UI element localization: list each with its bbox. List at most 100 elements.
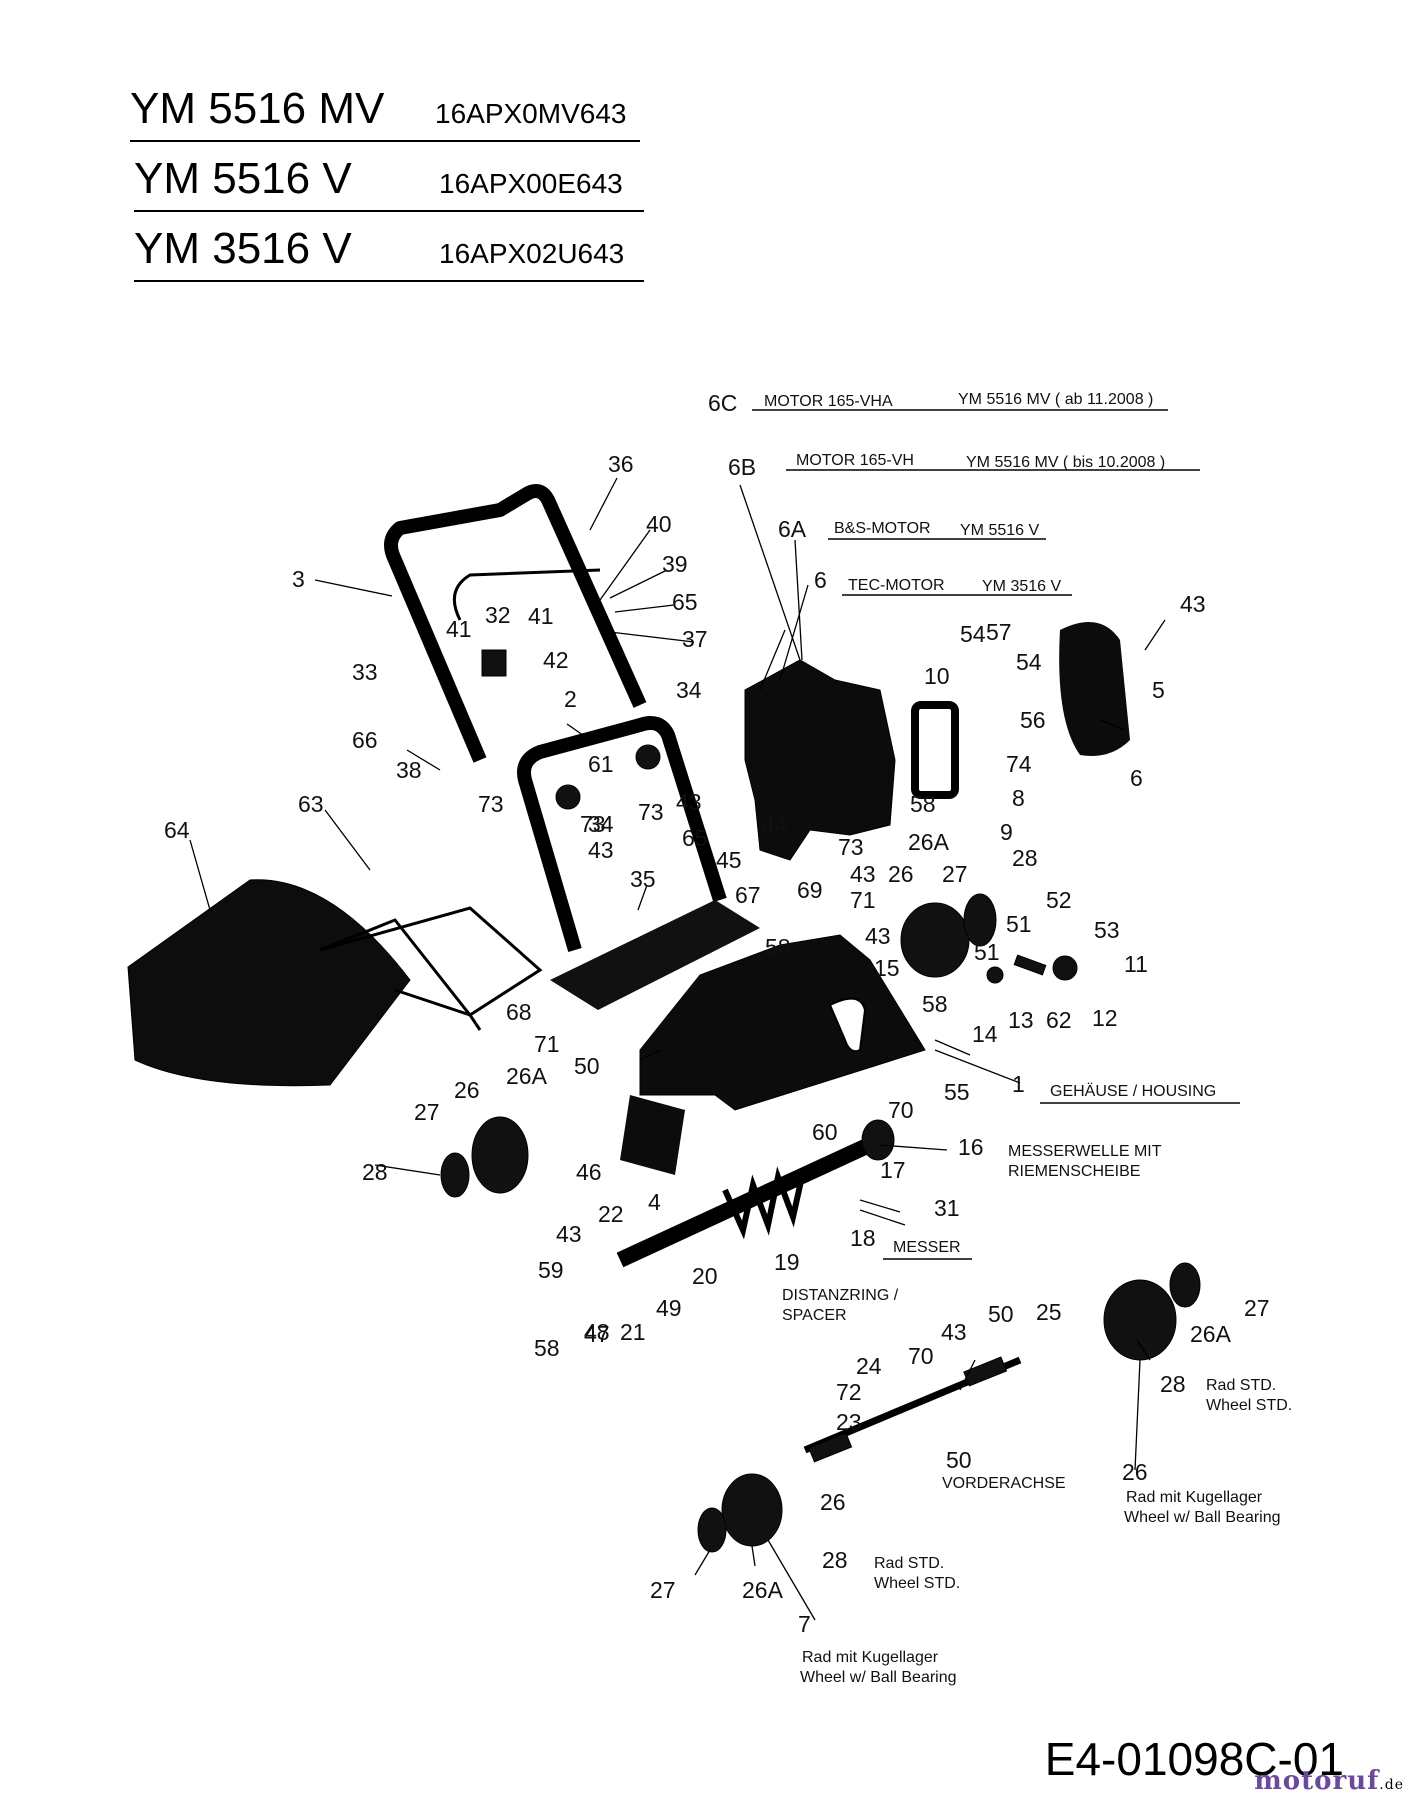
drive-belt [911,701,959,799]
engine-motor: TEC-MOTOR [848,577,945,594]
callout: 8 [1012,785,1025,811]
callout: 73 [838,834,864,860]
housing [639,934,926,1111]
discharge-plate [550,900,760,1010]
callout: 12 [1092,1005,1118,1031]
wheel-note: Wheel w/ Ball Bearing [1124,1509,1281,1526]
callout-labels: 36 40 39 65 37 3 41 32 41 42 33 66 38 2 … [164,451,1270,1637]
engine-motor: B&S-MOTOR [834,520,931,537]
callout: 54 [1016,649,1042,675]
callout: 50 [574,1053,600,1079]
knife-blades [722,1166,806,1240]
callout: 45 [716,847,742,873]
callout: 16 [958,1134,984,1160]
callout: 27 [942,861,968,887]
callout: 50 [988,1301,1014,1327]
engine-ref: 6B [728,454,756,480]
wheel [471,1116,529,1194]
model-name: YM 5516 MV [130,84,385,133]
callout: 44 [762,811,788,837]
callout: 51 [1006,911,1032,937]
watermark-text: motoruf [1254,1766,1380,1796]
engine [744,659,896,861]
callout: 73 [478,791,504,817]
engine-motor: MOTOR 165-VH [796,452,914,469]
model-row: YM 5516 MV 16APX0MV643 [130,78,640,142]
axle-note: VORDERACHSE [942,1475,1066,1492]
callout: 6 [1130,765,1143,791]
wheel-note: Rad STD. [874,1555,944,1572]
callout: 17 [880,1157,906,1183]
callout: 18 [850,1225,876,1251]
callout: 34 [588,811,614,837]
callout: 73 [638,799,664,825]
callout: 70 [888,1097,914,1123]
callout: 38 [396,757,422,783]
callout: 68 [506,999,532,1025]
switch-box [481,649,507,677]
pulley [861,1119,895,1161]
engine-applies: YM 3516 V [982,578,1061,595]
callout: 59 [538,1257,564,1283]
callout: 28 [1012,845,1038,871]
lever [1013,954,1047,976]
model-code: 16APX00E643 [439,168,623,199]
callout: 35 [630,866,656,892]
engine-ref: 6A [778,516,807,542]
catcher-frame [319,906,543,1031]
model-code: 16APX0MV643 [435,98,627,129]
callout: 26 [1122,1459,1148,1485]
parts-artwork [127,484,1201,1553]
wheel-note: Wheel STD. [1206,1397,1292,1414]
callout: 28 [822,1547,848,1573]
spacer-note: DISTANZRING / [782,1287,899,1304]
callout: 61 [588,751,614,777]
watermark-logo: motoruf.de [1254,1766,1404,1796]
callout: 14 [972,1021,998,1047]
callout: 49 [656,1295,682,1321]
part-notes: GEHÄUSE / HOUSING MESSERWELLE MIT RIEMEN… [782,1082,1292,1686]
callout: 60 [812,1119,838,1145]
callout: 71 [850,887,876,913]
callout: 63 [298,791,324,817]
lower-handle [517,716,727,952]
engine-applies: YM 5516 V [960,522,1039,539]
callout: 72 [836,1379,862,1405]
callout: 58 [910,791,936,817]
callout: 26A [742,1577,784,1603]
callout: 2 [564,686,577,712]
engine-ref: 6 [814,567,827,593]
callout: 48 [584,1319,610,1345]
handle-knob [635,744,661,770]
document-id: E4-01098C-01 [1044,1733,1344,1785]
callout: 51 [974,939,1000,965]
callout: 64 [164,817,190,843]
housing-note: GEHÄUSE / HOUSING [1050,1082,1216,1100]
callout: 19 [774,1249,800,1275]
callout: 54 [960,621,986,647]
callout: 56 [1020,707,1046,733]
callout: 62 [1046,1007,1072,1033]
callout: 34 [676,677,702,703]
engine-applies: YM 5516 MV ( bis 10.2008 ) [966,454,1165,471]
housing-lever [828,997,867,1053]
callout: 7 [798,1611,811,1637]
callout: 73 [580,811,606,837]
callout: 69 [797,877,823,903]
grass-bag [127,879,411,1087]
callout: 52 [1046,887,1072,913]
callout: 65 [682,825,708,851]
wheel-cap [440,1152,470,1198]
callout: 28 [362,1159,388,1185]
engine-ref: 6C [708,390,737,416]
callout: 58 [534,1335,560,1361]
callout: 41 [528,603,554,629]
callout: 43 [865,923,891,949]
callout: 33 [352,659,378,685]
model-name: YM 3516 V [134,224,352,273]
callout: 66 [352,727,378,753]
callout: 10 [924,663,950,689]
callout: 43 [588,837,614,863]
callout: 1 [1012,1071,1025,1097]
